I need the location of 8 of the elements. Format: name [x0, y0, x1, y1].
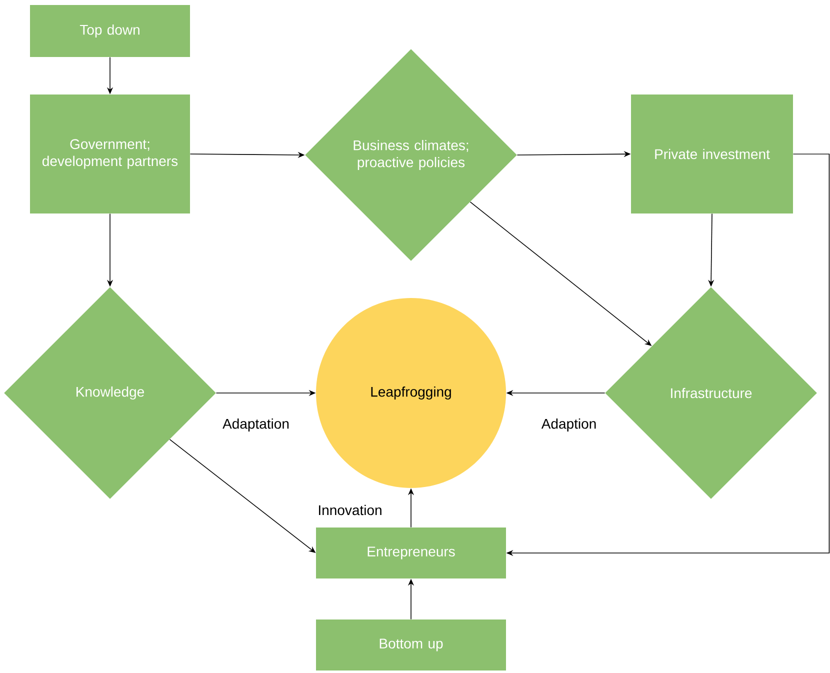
edge-label: Innovation — [316, 502, 384, 518]
edge-label: Adaptation — [220, 416, 292, 434]
process-box: Top down — [30, 5, 190, 57]
process-box: Entrepreneurs — [316, 528, 506, 578]
edge-label: Adaption — [539, 416, 599, 434]
process-box: Government; development partners — [30, 94, 190, 214]
process-box: Bottom up — [316, 620, 506, 670]
process-box: Private investment — [631, 94, 793, 214]
